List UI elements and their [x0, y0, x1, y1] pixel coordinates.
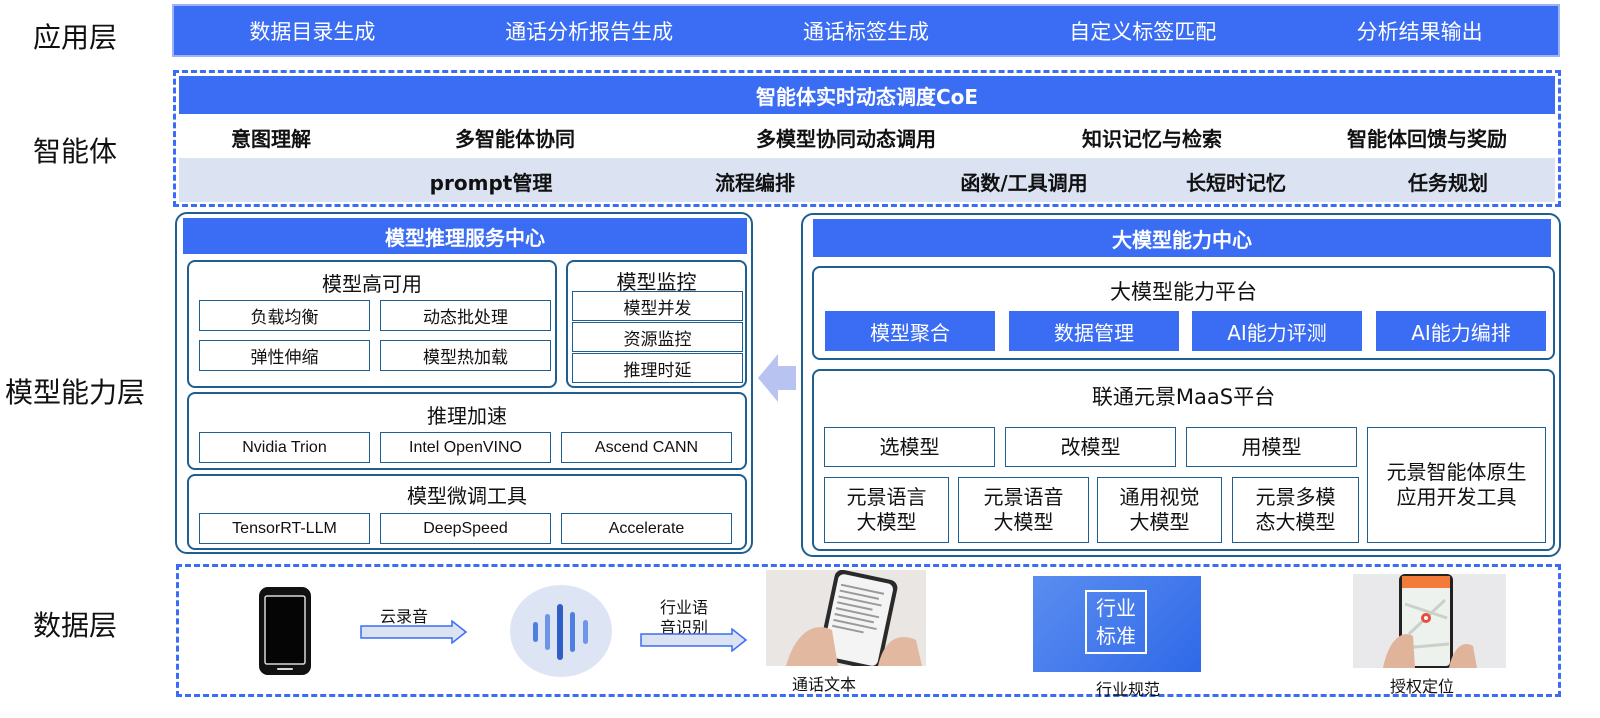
agent-header-text: 智能体实时动态调度CoE — [755, 84, 979, 109]
maas-title: 联通元景MaaS平台 — [1091, 385, 1276, 409]
llm-platform-title: 大模型能力平台 — [1110, 280, 1257, 304]
agent-row-1: 意图理解 多智能体协同 多模型协同动态调用 知识记忆与检索 智能体回馈与奖励 — [179, 118, 1555, 154]
location-photo — [1353, 574, 1506, 668]
layer-label-agent: 智能体 — [32, 135, 117, 168]
agent-item-feedback: 智能体回馈与奖励 — [1347, 127, 1507, 151]
inference-center-panel: 模型推理服务中心 模型高可用 负载均衡 动态批处理 弹性伸缩 模型热加载 模型监… — [175, 212, 753, 554]
monitor-item-latency: 推理时延 — [572, 353, 743, 383]
app-item-call-report: 通话分析报告生成 — [505, 19, 674, 44]
layer-label-model: 模型能力层 — [4, 376, 145, 409]
arrow-label-speech-recognition: 行业语 音识别 — [660, 598, 709, 637]
maas-agent-dev-tool: 元景智能体原生 应用开发工具 — [1367, 427, 1546, 543]
agent-item-workflow: 流程编排 — [715, 171, 795, 195]
phone-icon — [259, 587, 311, 675]
agent-row-2: prompt管理 流程编排 函数/工具调用 长短时记忆 任务规划 — [179, 158, 1555, 202]
application-bar: 数据目录生成 通话分析报告生成 通话标签生成 自定义标签匹配 分析结果输出 — [172, 4, 1560, 57]
ha-item-load-balance: 负载均衡 — [199, 300, 370, 331]
agent-item-planning: 任务规划 — [1408, 171, 1488, 195]
call-text-photo — [766, 570, 926, 666]
ha-item-dynamic-batch: 动态批处理 — [380, 300, 551, 331]
agent-item-prompt: prompt管理 — [429, 171, 553, 195]
app-item-custom-tags: 自定义标签匹配 — [1069, 19, 1217, 44]
accel-panel: 推理加速 Nvidia Trion Intel OpenVINO Ascend … — [187, 392, 747, 470]
maas-model-multimodal: 元景多模 态大模型 — [1232, 477, 1359, 543]
industry-standard-card — [1033, 576, 1201, 672]
agent-header: 智能体实时动态调度CoE — [179, 76, 1555, 114]
ha-item-hot-reload: 模型热加载 — [380, 340, 551, 371]
accel-item-nvidia: Nvidia Trion — [199, 432, 370, 463]
ha-panel: 模型高可用 负载均衡 动态批处理 弹性伸缩 模型热加载 — [187, 260, 557, 388]
data-layer-box — [176, 564, 1561, 697]
maas-model-speech: 元景语音 大模型 — [958, 477, 1089, 543]
accel-item-ascend: Ascend CANN — [561, 432, 732, 463]
caption-call-text: 通话文本 — [792, 675, 857, 694]
finetune-item-accelerate: Accelerate — [561, 513, 732, 544]
monitor-panel: 模型监控 模型并发 资源监控 推理时延 — [566, 260, 747, 388]
right-arrow-icon — [640, 628, 748, 652]
maas-op-use: 用模型 — [1186, 427, 1357, 467]
agent-item-function-call: 函数/工具调用 — [960, 171, 1088, 195]
inference-center-header: 模型推理服务中心 — [183, 218, 747, 254]
right-arrow-icon — [360, 620, 468, 644]
ha-title: 模型高可用 — [322, 272, 422, 296]
platform-item-ai-orchestration: AI能力编排 — [1376, 311, 1546, 351]
monitor-item-concurrency: 模型并发 — [572, 291, 743, 321]
maas-op-modify: 改模型 — [1005, 427, 1176, 467]
platform-item-ai-eval: AI能力评测 — [1192, 311, 1362, 351]
finetune-panel: 模型微调工具 TensorRT-LLM DeepSpeed Accelerate — [187, 474, 747, 550]
finetune-item-deepspeed: DeepSpeed — [380, 513, 551, 544]
accel-item-intel: Intel OpenVINO — [380, 432, 551, 463]
app-item-data-catalog: 数据目录生成 — [249, 19, 376, 44]
agent-item-multi-agent: 多智能体协同 — [455, 127, 575, 151]
maas-panel: 联通元景MaaS平台 选模型 改模型 用模型 元景语言 大模型 元景语音 大模型… — [812, 369, 1555, 551]
maas-model-vision: 通用视觉 大模型 — [1097, 477, 1222, 543]
ha-item-elastic-scale: 弹性伸缩 — [199, 340, 370, 371]
llm-center-panel: 大模型能力中心 大模型能力平台 模型聚合 数据管理 AI能力评测 AI能力编排 … — [801, 213, 1561, 557]
agent-item-intent: 意图理解 — [231, 127, 311, 151]
layer-label-data: 数据层 — [32, 609, 117, 642]
finetune-item-tensorrt: TensorRT-LLM — [199, 513, 370, 544]
monitor-item-resource: 资源监控 — [572, 322, 743, 352]
voice-waveform-icon — [510, 585, 612, 677]
platform-item-data-mgmt: 数据管理 — [1009, 311, 1179, 351]
finetune-title: 模型微调工具 — [407, 484, 527, 508]
layer-label-application: 应用层 — [32, 21, 117, 54]
platform-item-aggregation: 模型聚合 — [825, 311, 995, 351]
industry-standard-sign: 行业 标准 — [1085, 590, 1147, 654]
accel-title: 推理加速 — [427, 404, 507, 428]
agent-item-knowledge: 知识记忆与检索 — [1082, 127, 1222, 151]
caption-authorized-location: 授权定位 — [1390, 677, 1455, 696]
arrow-label-cloud-recording: 云录音 — [380, 607, 429, 626]
app-item-call-tags: 通话标签生成 — [802, 19, 929, 44]
llm-platform-panel: 大模型能力平台 模型聚合 数据管理 AI能力评测 AI能力编排 — [812, 266, 1555, 360]
agent-item-multi-model: 多模型协同动态调用 — [756, 127, 936, 151]
agent-item-memory: 长短时记忆 — [1186, 171, 1286, 195]
agent-layer-box — [173, 70, 1561, 207]
monitor-title: 模型监控 — [616, 270, 697, 294]
maas-op-select: 选模型 — [824, 427, 995, 467]
left-arrow-icon — [758, 354, 796, 402]
caption-industry-standard: 行业规范 — [1096, 680, 1161, 699]
llm-center-header: 大模型能力中心 — [813, 219, 1551, 257]
maas-model-language: 元景语言 大模型 — [824, 477, 949, 543]
app-item-result-output: 分析结果输出 — [1356, 19, 1483, 44]
